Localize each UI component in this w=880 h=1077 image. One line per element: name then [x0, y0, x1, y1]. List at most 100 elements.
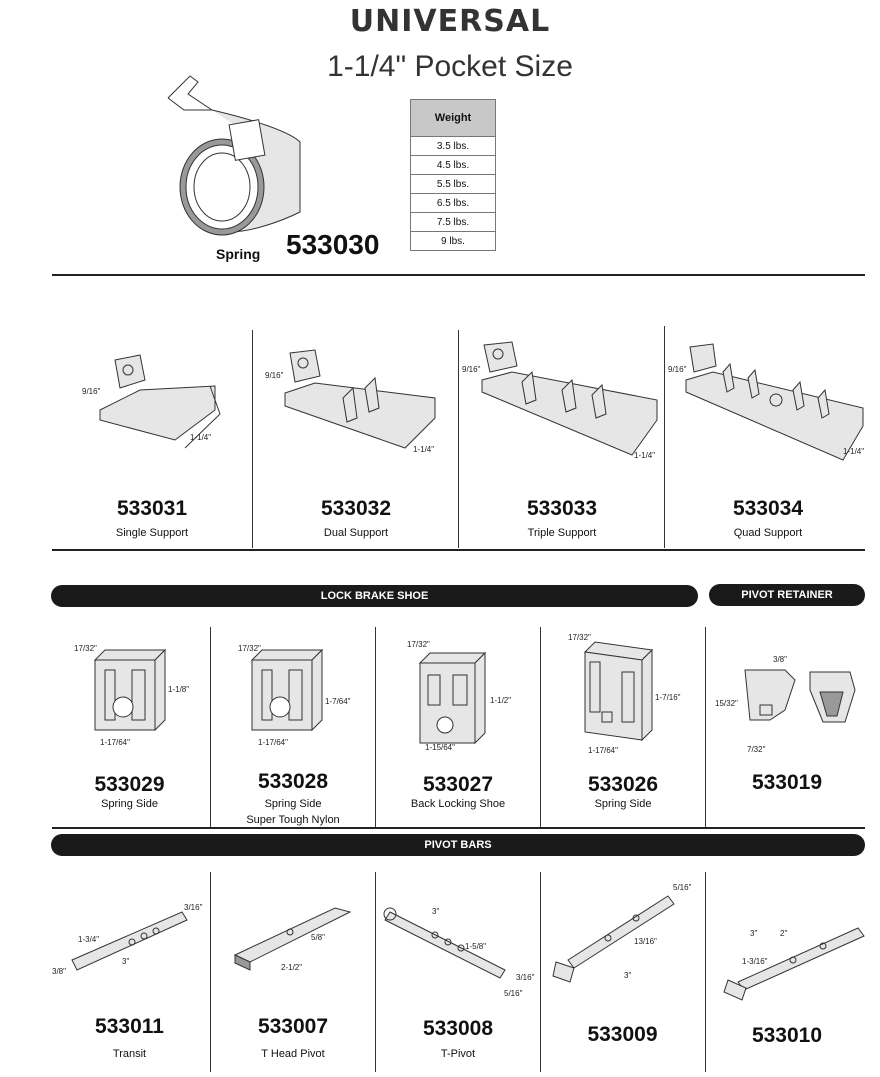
spring-illustration — [167, 75, 301, 236]
dim-label: 1-17/64" — [258, 738, 288, 747]
part-number: 533031 — [116, 497, 188, 520]
dim-label: 17/32" — [238, 644, 261, 653]
dim-label: 3" — [432, 907, 439, 916]
dim-label: 3/8" — [773, 655, 787, 664]
lock-brake-shoe-nylon-illustration: 17/32" 1-7/64" 1-17/64" — [238, 644, 351, 747]
weight-cell: 4.5 lbs. — [410, 155, 496, 175]
divider — [52, 274, 865, 276]
dim-label: 2" — [780, 929, 787, 938]
part-description: Spring Side — [594, 798, 652, 810]
part-description-secondary: Super Tough Nylon — [246, 814, 340, 826]
part-number: 533027 — [422, 773, 494, 796]
part-description: Spring Side — [264, 798, 322, 810]
dim-label: 1-3/16" — [742, 957, 768, 966]
dim-label: 3/8" — [52, 967, 66, 976]
dim-label: 3" — [750, 929, 757, 938]
part-description: Dual Support — [323, 527, 389, 539]
part-number: 533008 — [422, 1017, 494, 1040]
section-header-pivot-retainer: PIVOT RETAINER — [709, 584, 865, 606]
dim-label: 1-3/4" — [78, 935, 99, 944]
dim-label: 1-17/64" — [588, 746, 618, 755]
dim-label: 1-1/4" — [843, 447, 864, 456]
dim-label: 1-17/64" — [100, 738, 130, 747]
weight-cell: 5.5 lbs. — [410, 174, 496, 194]
dim-label: 17/32" — [74, 644, 97, 653]
divider — [664, 326, 665, 548]
dim-label: 13/16" — [634, 937, 657, 946]
dim-label: 17/32" — [568, 633, 591, 642]
part-number: 533010 — [751, 1024, 823, 1047]
dim-label: 2-1/2" — [281, 963, 302, 972]
divider — [540, 872, 541, 1072]
dim-label: 1-5/8" — [465, 942, 486, 951]
single-support-illustration: 9/16" 1-1/4" — [82, 354, 221, 449]
weight-cell: 3.5 lbs. — [410, 136, 496, 156]
dim-label: 1-7/16" — [655, 693, 681, 702]
weight-table: Weight 3.5 lbs. 4.5 lbs. 5.5 lbs. 6.5 lb… — [410, 99, 496, 251]
dim-label: 3" — [624, 971, 631, 980]
divider — [52, 827, 865, 829]
dim-label: 1-1/8" — [168, 685, 189, 694]
dim-label: 1-7/64" — [325, 697, 351, 706]
divider — [52, 549, 865, 551]
divider — [252, 330, 253, 548]
dim-label: 5/8" — [311, 933, 325, 942]
part-number: 533028 — [257, 770, 329, 793]
dim-label: 1-1/4" — [634, 451, 655, 460]
part-number: 533011 — [95, 1015, 164, 1038]
lock-brake-shoe-spring-side-illustration: 17/32" 1-7/16" 1-17/64" — [568, 633, 681, 755]
part-description: T Head Pivot — [261, 1048, 325, 1060]
part-description: Quad Support — [733, 527, 803, 539]
part-description: Single Support — [115, 527, 189, 539]
dim-label: 5/16" — [504, 989, 523, 998]
brand-title: UNIVERSAL — [349, 4, 551, 39]
dim-label: 9/16" — [462, 365, 481, 374]
dim-label: 5/16" — [673, 883, 692, 892]
dim-label: 9/16" — [668, 365, 687, 374]
dim-label: 3" — [122, 957, 129, 966]
dim-label: 1-1/4" — [190, 433, 211, 442]
t-pivot-bar-illustration: 3" 1-5/8" 3/16" 5/16" — [383, 907, 535, 998]
back-locking-shoe-illustration: 17/32" 1-1/2" 1-15/64" — [407, 640, 511, 752]
section-header-lock-brake-shoe: LOCK BRAKE SHOE — [51, 585, 698, 607]
part-description: T-Pivot — [440, 1048, 476, 1060]
dual-support-illustration: 9/16" 1-1/4" — [265, 349, 436, 454]
part-description: Triple Support — [527, 527, 597, 539]
part-number: 533033 — [526, 497, 598, 520]
dim-label: 3/16" — [184, 903, 203, 912]
divider — [210, 872, 211, 1072]
dim-label: 7/32" — [747, 745, 766, 754]
divider — [705, 627, 706, 827]
part-number: 533019 — [751, 771, 823, 794]
weight-cell: 7.5 lbs. — [410, 212, 496, 232]
pivot-bar-533009-illustration: 5/16" 13/16" 3" — [552, 883, 692, 983]
divider — [458, 330, 459, 548]
dim-label: 3/16" — [516, 973, 535, 982]
t-head-pivot-bar-illustration: 5/8" 2-1/2" — [233, 907, 352, 972]
part-number: 533029 — [94, 773, 165, 796]
part-number: 533007 — [257, 1015, 329, 1038]
divider — [375, 627, 376, 827]
dim-label: 9/16" — [82, 387, 101, 396]
dim-label: 1-1/4" — [413, 445, 434, 454]
dim-label: 1-1/2" — [490, 696, 511, 705]
part-description: Transit — [112, 1048, 147, 1060]
pocket-size-title: 1-1/4" Pocket Size — [327, 50, 573, 83]
lock-brake-shoe-illustration: 17/32" 1-1/8" 1-17/64" — [74, 644, 189, 747]
section-header-pivot-bars: PIVOT BARS — [51, 834, 865, 856]
dim-label: 9/16" — [265, 371, 284, 380]
divider — [210, 627, 211, 827]
dim-label: 1-15/64" — [425, 743, 455, 752]
part-description: Back Locking Shoe — [410, 798, 506, 810]
dim-label: 17/32" — [407, 640, 430, 649]
weight-header: Weight — [410, 99, 496, 137]
spring-part-number: 533030 — [286, 229, 380, 260]
part-number: 533032 — [320, 497, 392, 520]
part-number: 533026 — [587, 773, 659, 796]
weight-cell: 9 lbs. — [410, 231, 496, 251]
spring-label: Spring — [216, 246, 261, 262]
divider — [540, 627, 541, 827]
divider — [375, 872, 376, 1072]
part-description: Spring Side — [101, 798, 158, 810]
weight-cell: 6.5 lbs. — [410, 193, 496, 213]
